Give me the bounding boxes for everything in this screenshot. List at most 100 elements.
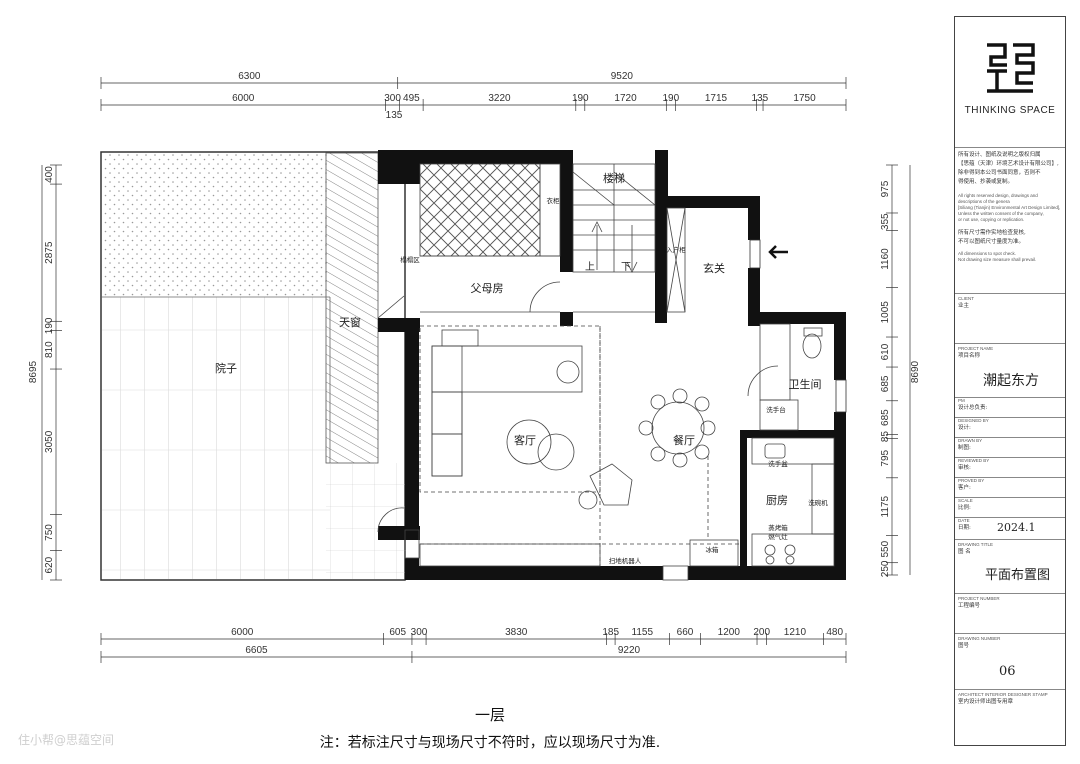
- dim-right-detail-label: 1005: [880, 301, 891, 324]
- client-section: CLIENT 业主: [955, 293, 1065, 343]
- designed-row: DESIGNED BY 设计:: [955, 417, 1065, 437]
- room-parents: 父母房: [471, 282, 504, 295]
- label-hood: 燃气灶: [768, 532, 788, 541]
- stair-up-label: 上: [585, 261, 595, 273]
- dim-right-detail-label: 1175: [880, 496, 891, 518]
- label-wash-basin: 洗手台: [766, 405, 786, 414]
- dim-top-overall-label: 9520: [611, 71, 634, 82]
- dims-cn-2: 不可以图纸尺寸量度为准。: [958, 239, 1025, 245]
- room-courtyard: 院子: [215, 361, 237, 375]
- label-dishwasher: 洗碗机: [808, 498, 828, 507]
- label-tatami: 榻榻区: [400, 255, 420, 264]
- room-labels: 院子 天窗 父母房 楼梯 上 下 玄关 客厅 餐厅 卫生间 厨房 衣柜 榻榻区 …: [215, 171, 828, 565]
- dim-left-detail-label: 400: [44, 166, 55, 183]
- dim-right-overall-label: 8690: [910, 360, 921, 383]
- dim-bottom-detail-label: 1155: [632, 627, 654, 638]
- date-en: DATE: [958, 518, 970, 523]
- dim-top-detail-label: 135: [751, 93, 768, 104]
- date-row: DATE 日期: 2024.1: [955, 517, 1065, 539]
- dimension-note: 注：若标注尺寸与现场尺寸不符时，应以现场尺寸为准.: [319, 735, 661, 751]
- drawn-row: DRAWN BY 制图:: [955, 437, 1065, 457]
- label-robot: 扫地机器人: [609, 556, 642, 565]
- dim-left-detail-label: 190: [44, 317, 55, 334]
- project-number-cn: 工程编号: [958, 603, 981, 609]
- copyright-en-2: descriptions of the genera: [958, 199, 1010, 204]
- stamp-row: ARCHITECT INTERIOR DESIGNER STAMP 室内设计师出…: [955, 689, 1065, 745]
- designed-en: DESIGNED BY: [958, 418, 989, 423]
- interior-lines: [377, 163, 847, 581]
- project-value: 潮起东方: [983, 373, 1039, 389]
- courtyard-area: [100, 151, 406, 581]
- label-sink: 洗手盆: [768, 459, 788, 468]
- dim-bottom-detail-label: 480: [826, 627, 843, 638]
- dim-top-overall-label: 6300: [238, 71, 261, 82]
- dim-bottom-overall-label: 6605: [245, 645, 268, 656]
- drawing-number-en: DRAWING NUMBER: [958, 636, 1001, 641]
- project-number-row: PROJECT NUMBER 工程编号: [955, 593, 1065, 633]
- dim-top-detail-label: 3220: [488, 93, 511, 104]
- dim-right-detail-label: 1160: [880, 248, 891, 270]
- drawn-en: DRAWN BY: [958, 438, 983, 443]
- drawing-number-value: 06: [999, 664, 1016, 679]
- copyright-cn-4: 得使用、抄袭或复制。: [958, 179, 1014, 185]
- dim-right-detail-label: 795: [880, 449, 891, 466]
- dim-top-detail-label: 1720: [614, 93, 637, 104]
- dim-bottom-detail-label: 1210: [784, 627, 807, 638]
- watermark: 住小帮@思蕴空间: [18, 733, 115, 747]
- dim-top-detail-label: 1715: [705, 93, 728, 104]
- pm-en: PM: [958, 398, 965, 403]
- project-cn: 项目名称: [958, 353, 981, 359]
- copyright-en-4: Unless the written consent of the compan…: [958, 211, 1044, 216]
- dim-bottom-detail-label: 6000: [231, 627, 254, 638]
- title-block: THINKING SPACE 所有设计、图纸及说明之版权归属 【思蕴（天津）环境…: [954, 16, 1066, 746]
- client-cn: 业主: [958, 303, 970, 309]
- stamp-en: ARCHITECT INTERIOR DESIGNER STAMP: [958, 692, 1048, 697]
- brand-logo: [987, 43, 1035, 93]
- dim-right-detail-label: 610: [880, 343, 891, 360]
- reviewed-en: REVIEWED BY: [958, 458, 990, 463]
- drawing-title-cn: 图 名: [958, 549, 971, 555]
- scale-row: SCALE 比例:: [955, 497, 1065, 517]
- room-living: 客厅: [514, 433, 536, 447]
- proved-cn: 客户:: [958, 485, 971, 491]
- drawing-title-value: 平面布置图: [985, 568, 1051, 583]
- dim-bottom-overall-label: 9220: [618, 645, 641, 656]
- dims-en-1: All dimensions to spot check.: [958, 251, 1017, 256]
- copyright-en-1: All rights reserved design, drawings and: [958, 193, 1038, 198]
- dim-top-detail-label: 300: [384, 93, 401, 104]
- copyright-cn-3: 除非得到本公司书面同意，否则不: [958, 170, 1041, 176]
- project-en: PROJECT NAME: [958, 346, 994, 351]
- copyright-section: 所有设计、图纸及说明之版权归属 【思蕴（天津）环境艺术设计有限公司】, 除非得到…: [955, 147, 1065, 293]
- label-oven: 蒸烤箱: [768, 523, 788, 532]
- label-entry-cabinet: 入户柜: [666, 245, 686, 254]
- date-value: 2024.1: [997, 521, 1036, 534]
- copyright-cn-2: 【思蕴（天津）环境艺术设计有限公司】,: [958, 161, 1059, 167]
- dim-top-detail-label: 495: [403, 93, 420, 104]
- drawing-title-row: DRAWING TITLE 图 名 平面布置图: [955, 539, 1065, 593]
- proved-row: PROVED BY 客户:: [955, 477, 1065, 497]
- dim-bottom-detail-label: 660: [677, 627, 694, 638]
- dim-top-small-label: 135: [386, 110, 403, 121]
- dim-bottom-detail-label: 200: [753, 627, 770, 638]
- proved-en: PROVED BY: [958, 478, 985, 483]
- copyright-en-5: or not use, copying or replication.: [958, 217, 1025, 222]
- client-en: CLIENT: [958, 296, 975, 301]
- walls: [378, 150, 846, 580]
- dim-top-detail-label: 6000: [232, 93, 255, 104]
- drawing-number-cn: 图号: [958, 643, 970, 649]
- dim-right-detail-label: 355: [880, 213, 891, 230]
- room-bathroom: 卫生间: [789, 377, 822, 391]
- dim-right-detail-label: 250: [880, 560, 891, 577]
- scale-en: SCALE: [958, 498, 973, 503]
- brand-name: THINKING SPACE: [964, 105, 1056, 116]
- drawn-cn: 制图:: [958, 445, 971, 451]
- dim-right-detail-label: 685: [880, 375, 891, 392]
- room-entrance: 玄关: [703, 261, 725, 275]
- dim-top-detail-label: 190: [662, 93, 679, 104]
- dim-bottom-detail-label: 605: [389, 627, 406, 638]
- dims-en-2: Not drawing size measure shall prevail.: [958, 257, 1037, 262]
- dim-right-detail-label: 975: [880, 180, 891, 197]
- drawing-title-en: DRAWING TITLE: [958, 542, 994, 547]
- dim-bottom-detail-label: 185: [602, 627, 619, 638]
- floor-label: 一层: [474, 706, 505, 724]
